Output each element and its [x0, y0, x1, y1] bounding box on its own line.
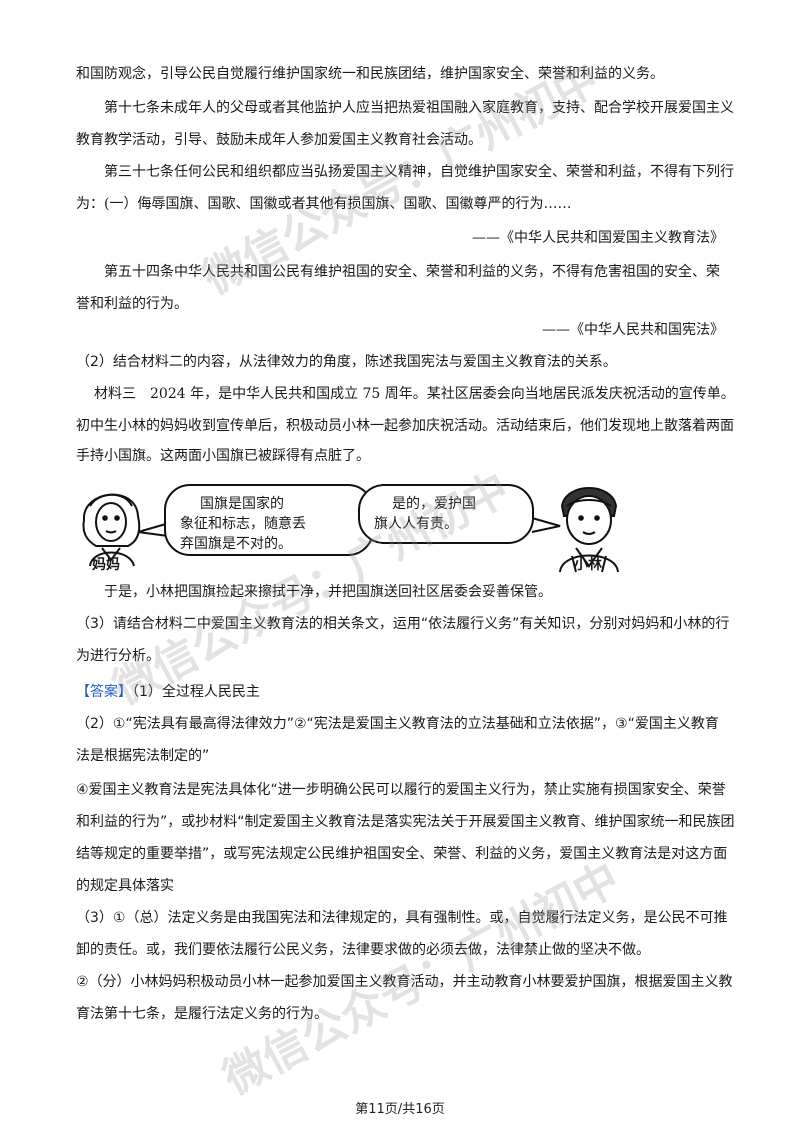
article-54: 第五十四条中华人民共和国公民有维护祖国的安全、荣誉和利益的义务，不得有危害祖国的…: [104, 264, 720, 280]
page-number: 第11页/共16页: [355, 1102, 445, 1117]
text-line: 卸的责任。或，我们要依法履行公民义务，法律要求做的必须去做，法律禁止做的坚决不做…: [76, 942, 650, 958]
mom-bubble-tail: [137, 523, 169, 537]
answer-text: （1）全过程人民民主: [132, 684, 260, 700]
text-line: 教育教学活动，引导、鼓励未成年人参加爱国主义教育社会活动。: [76, 132, 482, 148]
text-line: 和国防观念，引导公民自觉履行维护国家统一和民族团结，维护国家安全、荣誉和利益的义…: [76, 66, 664, 82]
text-line: 为：(一）侮辱国旗、国歌、国徽或者其他有损国旗、国歌、国徽尊严的行为……: [76, 196, 572, 212]
bubble-text: 是的，爱护国: [392, 496, 476, 512]
bubble-text: 弃国旗是不对的。: [180, 536, 292, 552]
answer-2: （2）①“宪法具有最高得法律效力”②“宪法是爱国主义教育法的立法基础和立法依据”…: [76, 716, 719, 732]
text-line: 的规定具体落实: [76, 878, 174, 894]
source-constitution: ——《中华人民共和国宪法》: [542, 322, 724, 338]
text-line: ④爱国主义教育法是宪法具体化“进一步明确公民可以履行的爱国主义行为，禁止实施有损…: [76, 782, 726, 798]
bubble-text: 旗人人有责。: [374, 516, 458, 532]
lin-speech-bubble: 是的，爱护国 旗人人有责。: [358, 484, 534, 544]
answer-tag: 【答案】: [76, 684, 132, 700]
article-17: 第十七条未成年人的父母或者其他监护人应当把热爱祖国融入家庭教育，支持、配合学校开…: [104, 100, 734, 116]
mom-speech-bubble: 国旗是国家的 象征和标志，随意丢 弃国旗是不对的。: [164, 484, 374, 556]
mom-label: 妈妈: [92, 557, 120, 573]
text-line: 结等规定的重要举措”，或写宪法规定公民维护祖国安全、荣誉、利益的义务，爱国主义教…: [76, 846, 728, 862]
comic-drawing: [82, 487, 619, 573]
lin-bubble-tail: [531, 517, 561, 533]
answer-1: 【答案】（1）全过程人民民主: [76, 682, 724, 702]
text-line: ②（分）小林妈妈积极动员小林一起参加爱国主义教育活动，并主动教育小林要爱护国旗，…: [76, 974, 733, 990]
bubble-text: 国旗是国家的: [200, 496, 284, 512]
source-patriotic-education-law: ——《中华人民共和国爱国主义教育法》: [472, 230, 724, 246]
text-line: 誉和利益的行为。: [76, 296, 188, 312]
text-line: 手持小国旗。这两面小国旗已被踩得有点脏了。: [76, 448, 370, 464]
text-line: 育法第十七条，是履行法定义务的行为。: [76, 1006, 328, 1022]
lin-label: 小林: [574, 557, 602, 573]
text-line: 和利益的行为”，或抄材料“制定爱国主义教育法是落实宪法关于开展爱国主义教育、维护…: [76, 814, 735, 830]
article-37: 第三十七条任何公民和组织都应当弘扬爱国主义精神，自觉维护国家安全、荣誉和利益，不…: [104, 164, 734, 180]
text-line: 于是，小林把国旗捡起来擦拭干净，并把国旗送回社区居委会妥善保管。: [104, 584, 552, 600]
mom-figure: [82, 493, 141, 567]
bubble-text: 象征和标志，随意丢: [180, 516, 306, 532]
material-3: 材料三 2024 年，是中华人民共和国成立 75 周年。某社区居委会向当地居民派…: [94, 386, 735, 402]
question-2: （2）结合材料二的内容，从法律效力的角度，陈述我国宪法与爱国主义教育法的关系。: [76, 354, 617, 370]
text-line: 初中生小林的妈妈收到宣传单后，积极动员小林一起参加庆祝活动。活动结束后，他们发现…: [76, 418, 734, 434]
question-3: （3）请结合材料二中爱国主义教育法的相关条文，运用“依法履行义务”有关知识，分别…: [76, 616, 730, 632]
answer-3: （3）①（总）法定义务是由我国宪法和法律规定的，具有强制性。或，自觉履行法定义务…: [76, 910, 728, 926]
text-line: 为进行分析。: [76, 648, 160, 664]
comic-illustration: 国旗是国家的 象征和标志，随意丢 弃国旗是不对的。 是的，爱护国 旗人人有责。 …: [76, 476, 724, 576]
lin-figure: [559, 487, 619, 573]
text-line: 法是根据宪法制定的”: [76, 748, 210, 764]
